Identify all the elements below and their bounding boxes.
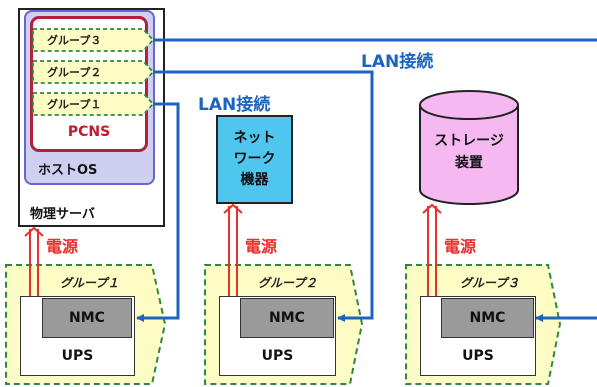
lan-line-group-2 bbox=[153, 70, 374, 322]
power-arrow-netdev bbox=[228, 206, 238, 298]
physical-server-label: 物理サーバ bbox=[30, 207, 95, 222]
power-label-netdev: 電源 bbox=[245, 237, 278, 256]
ups-group-2-label: グループ２ bbox=[258, 276, 318, 290]
host-os-label: ホストOS bbox=[38, 163, 98, 178]
power-arrow-server bbox=[29, 229, 39, 298]
nmc-2: NMC bbox=[240, 298, 334, 338]
group-tag-2-label: グループ２ bbox=[47, 66, 102, 79]
power-arrow-storage-head bbox=[422, 203, 442, 214]
ups-group-3-label: グループ３ bbox=[460, 276, 520, 290]
power-arrow-storage bbox=[427, 206, 437, 298]
ups-2-label: UPS bbox=[261, 348, 294, 364]
ups-1-label: UPS bbox=[61, 348, 94, 364]
power-label-storage: 電源 bbox=[444, 237, 477, 256]
power-arrow-server-head bbox=[24, 226, 44, 237]
group-tag-2-outline bbox=[32, 60, 155, 84]
group-tag-3-outline bbox=[32, 28, 155, 52]
ups-group-1-label: グループ１ bbox=[60, 276, 120, 290]
power-arrow-netdev-head bbox=[223, 203, 243, 214]
group-tag-1-outline bbox=[32, 92, 155, 116]
network-device-label: ネット ワーク 機器 bbox=[233, 130, 276, 188]
group-tag-3-label: グループ３ bbox=[47, 34, 102, 47]
lan-label-upper: LAN接続 bbox=[361, 52, 434, 72]
nmc-1: NMC bbox=[42, 298, 132, 338]
nmc-3: NMC bbox=[441, 298, 534, 338]
power-label-server: 電源 bbox=[46, 237, 79, 256]
storage-label: ストレージ 装置 bbox=[434, 133, 504, 171]
network-device: ネット ワーク 機器 bbox=[216, 115, 293, 204]
lan-label-lower: LAN接続 bbox=[198, 95, 271, 115]
ups-3-label: UPS bbox=[462, 348, 494, 364]
pcns-label: PCNS bbox=[67, 124, 111, 140]
storage-cylinder bbox=[419, 90, 519, 205]
power-arrows bbox=[24, 203, 442, 298]
group-tag-1-label: グループ１ bbox=[47, 98, 102, 111]
